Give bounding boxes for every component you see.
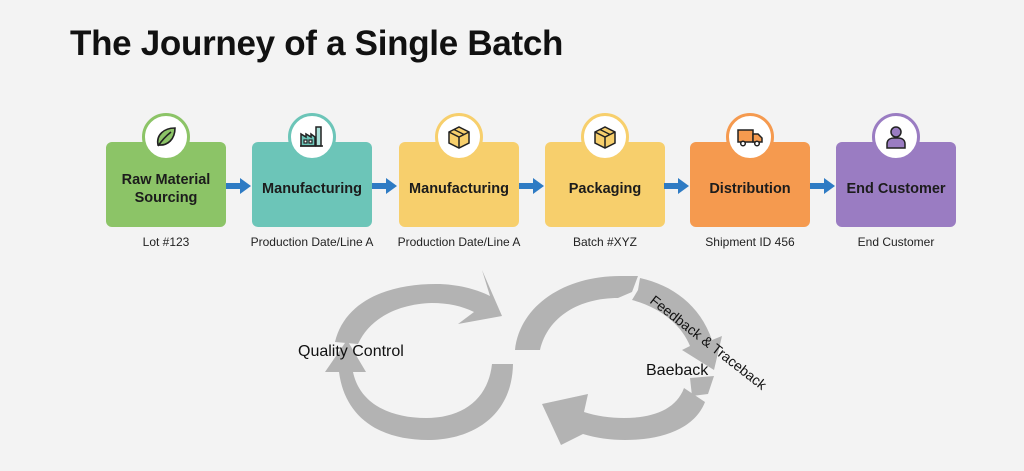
- left-loop-bottom-arrow: [325, 340, 513, 440]
- stage-title: Manufacturing: [262, 180, 362, 197]
- right-loop-bottom-arrow: [542, 388, 705, 445]
- stage-badge: [288, 113, 336, 161]
- flow-arrow-1: [226, 178, 251, 194]
- stage-subtitle: Production Date/Line A: [250, 235, 374, 249]
- truck-icon: [737, 129, 763, 147]
- stage-subtitle: Shipment ID 456: [705, 235, 795, 249]
- left-loop-top-arrow: [335, 270, 502, 344]
- leaf-icon: [156, 127, 176, 147]
- right-loop-top-arrow: [515, 276, 638, 350]
- stage-title: Manufacturing: [409, 180, 509, 197]
- factory-icon: [300, 126, 323, 147]
- page-title: The Journey of a Single Batch: [70, 24, 564, 63]
- flow-arrow-2: [372, 178, 397, 194]
- flow-arrow-5: [810, 178, 835, 194]
- stage-subtitle: End Customer: [857, 235, 935, 249]
- stage-subtitle: Production Date/Line A: [397, 235, 521, 249]
- right-loop-feedback-arrow: [632, 278, 722, 370]
- stage-title: Distribution: [709, 180, 791, 197]
- stage-badge: [142, 113, 190, 161]
- person-icon: [886, 126, 906, 149]
- stage-box: Manufacturing: [399, 142, 519, 227]
- flow-arrow-4: [664, 178, 689, 194]
- stage-subtitle: Lot #123: [142, 235, 190, 249]
- flow-arrow-3: [519, 178, 544, 194]
- stage-title-line2: Sourcing: [134, 189, 198, 206]
- stage-title: Packaging: [568, 180, 642, 197]
- box-icon: [448, 126, 470, 149]
- stage-badge: [726, 113, 774, 161]
- right-loop-connector: [690, 376, 714, 396]
- stage-title: End Customer: [846, 180, 946, 197]
- stage-badge: [435, 113, 483, 161]
- baeback-label: Baeback: [646, 362, 709, 379]
- stage-badge: [581, 113, 629, 161]
- quality-control-label: Quality Control: [298, 343, 404, 360]
- stage-subtitle: Batch #XYZ: [572, 235, 638, 249]
- stage-badge: [872, 113, 920, 161]
- stage-title-line1: Raw Material: [121, 171, 211, 188]
- box-icon: [594, 126, 616, 149]
